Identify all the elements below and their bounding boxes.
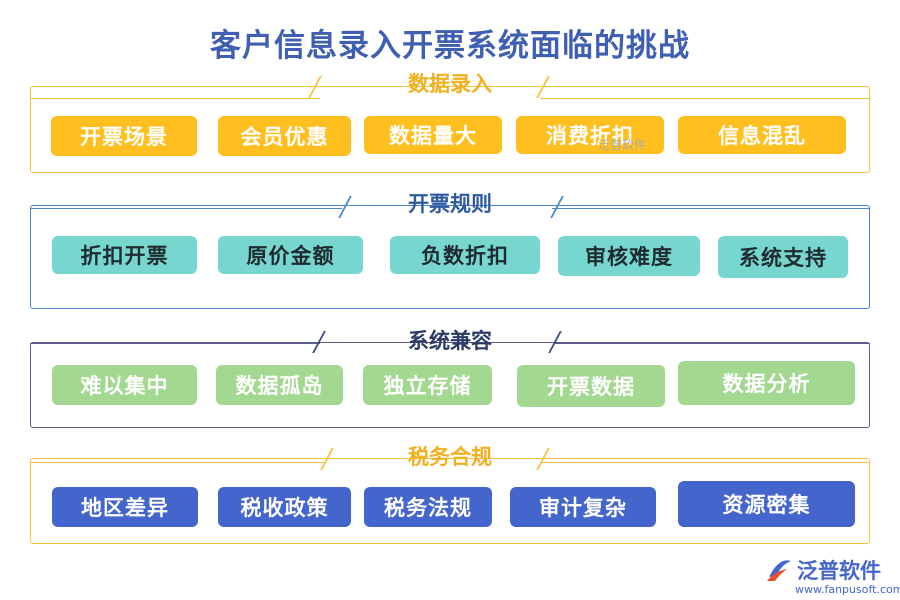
logo-url: www.fanpusoft.com: [795, 583, 900, 596]
section-divider-right: [540, 462, 870, 463]
challenge-item: 会员优惠: [218, 116, 351, 156]
section-data-entry: [30, 86, 870, 173]
challenge-item: 信息混乱: [678, 116, 846, 154]
section-divider-right: [552, 208, 870, 209]
challenge-item: 数据分析: [678, 361, 855, 405]
challenge-item: 资源密集: [678, 481, 855, 527]
challenge-item: 数据孤岛: [216, 365, 343, 405]
challenge-item: 难以集中: [52, 365, 197, 405]
section-divider-right: [555, 343, 870, 344]
section-title: 数据录入: [408, 72, 492, 96]
section-divider-right: [540, 98, 870, 99]
challenge-item: 税务法规: [364, 487, 492, 527]
section-invoice-rules: [30, 205, 870, 309]
challenge-item: 负数折扣: [390, 236, 540, 274]
logo-name: 泛普软件: [797, 559, 881, 583]
challenge-item: 系统支持: [718, 236, 848, 278]
section-divider-left: [30, 208, 342, 209]
brand-logo: 泛普软件 www.fanpusoft.com: [765, 553, 900, 597]
section-title: 开票规则: [408, 192, 492, 216]
challenge-item: 消费折扣: [516, 116, 664, 154]
section-title: 税务合规: [408, 445, 492, 469]
section-tax-compliance: [30, 458, 870, 544]
section-divider-left: [30, 343, 320, 344]
challenge-item: 独立存储: [363, 365, 492, 405]
challenge-item: 地区差异: [52, 487, 198, 527]
challenge-item: 折扣开票: [52, 236, 197, 274]
challenge-item: 开票数据: [517, 365, 665, 407]
challenge-item: 审核难度: [558, 236, 700, 276]
section-divider-left: [30, 462, 326, 463]
challenge-item: 税收政策: [218, 487, 351, 527]
watermark: 泛普软件: [598, 138, 647, 152]
section-divider-left: [30, 98, 320, 99]
diagram-title: 客户信息录入开票系统面临的挑战: [210, 28, 690, 64]
section-title: 系统兼容: [408, 329, 492, 353]
challenge-item: 原价金额: [218, 236, 363, 274]
section-system-compat: [30, 342, 870, 428]
fanpu-logo-icon: [767, 560, 791, 581]
challenge-item: 开票场景: [51, 116, 197, 156]
challenge-item: 审计复杂: [510, 487, 656, 527]
challenge-item: 数据量大: [364, 116, 502, 154]
